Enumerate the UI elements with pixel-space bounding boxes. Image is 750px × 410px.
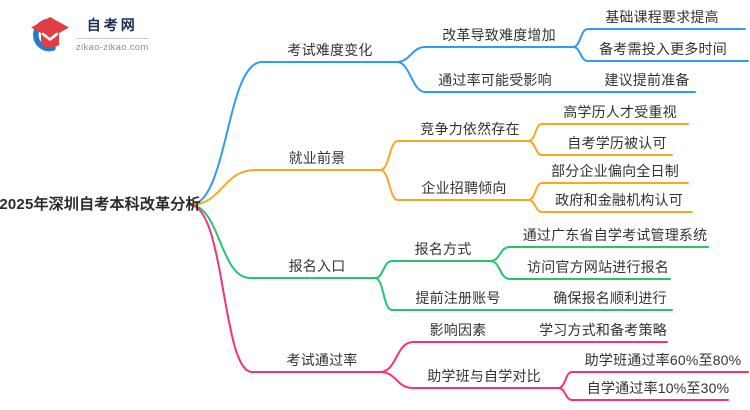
node-employment: 就业前景 <box>288 150 346 166</box>
node-zikao-recognized: 自考学历被认可 <box>567 135 667 151</box>
edge-root-employment <box>189 169 381 206</box>
node-exam-difficulty: 考试难度变化 <box>287 42 373 58</box>
edge-register-account <box>374 277 673 311</box>
edge-official-site <box>489 260 671 280</box>
edge-root-registration <box>189 204 376 279</box>
node-self-rate: 自学通过率10%至30% <box>586 380 730 396</box>
node-hiring-preference: 企业招聘倾向 <box>421 180 507 196</box>
node-official-site: 访问官方网站进行报名 <box>527 259 669 275</box>
node-register-account: 提前注册账号 <box>415 290 501 306</box>
site-url: zikao-zikao.com <box>76 38 149 53</box>
node-high-edu-valued: 高学历人才受重视 <box>563 104 677 120</box>
node-gov-finance: 政府和金融机构认可 <box>555 192 683 208</box>
edge-reg-method <box>374 260 491 279</box>
graduation-cap-logo-icon <box>31 17 69 52</box>
node-factors: 影响因素 <box>429 322 487 338</box>
edge-factors <box>379 341 668 373</box>
node-reg-method: 报名方式 <box>414 241 472 257</box>
node-more-time: 备考需投入更多时间 <box>599 41 727 57</box>
edge-root-exam-difficulty <box>189 61 398 206</box>
node-fulltime-preferred: 部分企业偏向全日制 <box>551 163 679 179</box>
node-basic-course: 基础课程要求提高 <box>605 9 719 25</box>
node-difficulty-increase: 改革导致难度增加 <box>442 27 556 43</box>
edge-difficulty-increase <box>396 46 574 63</box>
edge-zikao-recognized <box>527 140 673 156</box>
node-pass-rate: 考试通过率 <box>286 352 358 368</box>
node-gd-system: 通过广东省自学考试管理系统 <box>522 227 708 243</box>
edge-pass-rate-affected <box>396 61 696 93</box>
edge-hiring-preference <box>379 169 529 201</box>
node-registration: 报名入口 <box>288 258 346 274</box>
mindmap-root-node: 2025年深圳自考本科改革分析 <box>0 196 201 213</box>
node-class-rate: 助学班通过率60%至80% <box>584 352 742 368</box>
edge-gov-finance <box>527 199 693 213</box>
site-name: 自考网 <box>86 17 138 33</box>
node-pass-rate-affected: 通过率可能受影响 <box>438 72 552 88</box>
node-class-vs-self: 助学班与自学对比 <box>427 368 541 384</box>
edge-root-pass-rate <box>189 204 381 373</box>
logo-text: 自考网 zikao-zikao.com <box>76 15 149 53</box>
node-smooth-registration: 确保报名顺利进行 <box>553 290 667 306</box>
edge-class-vs-self <box>379 371 559 389</box>
edge-more-time <box>572 46 749 62</box>
cap-board <box>31 17 69 38</box>
node-study-strategy: 学习方式和备考策略 <box>539 322 667 338</box>
site-logo: 自考网 zikao-zikao.com <box>28 12 149 56</box>
edge-competitiveness <box>379 140 529 171</box>
edge-self-rate <box>557 387 729 401</box>
cap-chevron <box>41 32 59 41</box>
node-competitiveness: 竞争力依然存在 <box>420 121 520 137</box>
node-prepare-early: 建议提前准备 <box>604 72 690 88</box>
